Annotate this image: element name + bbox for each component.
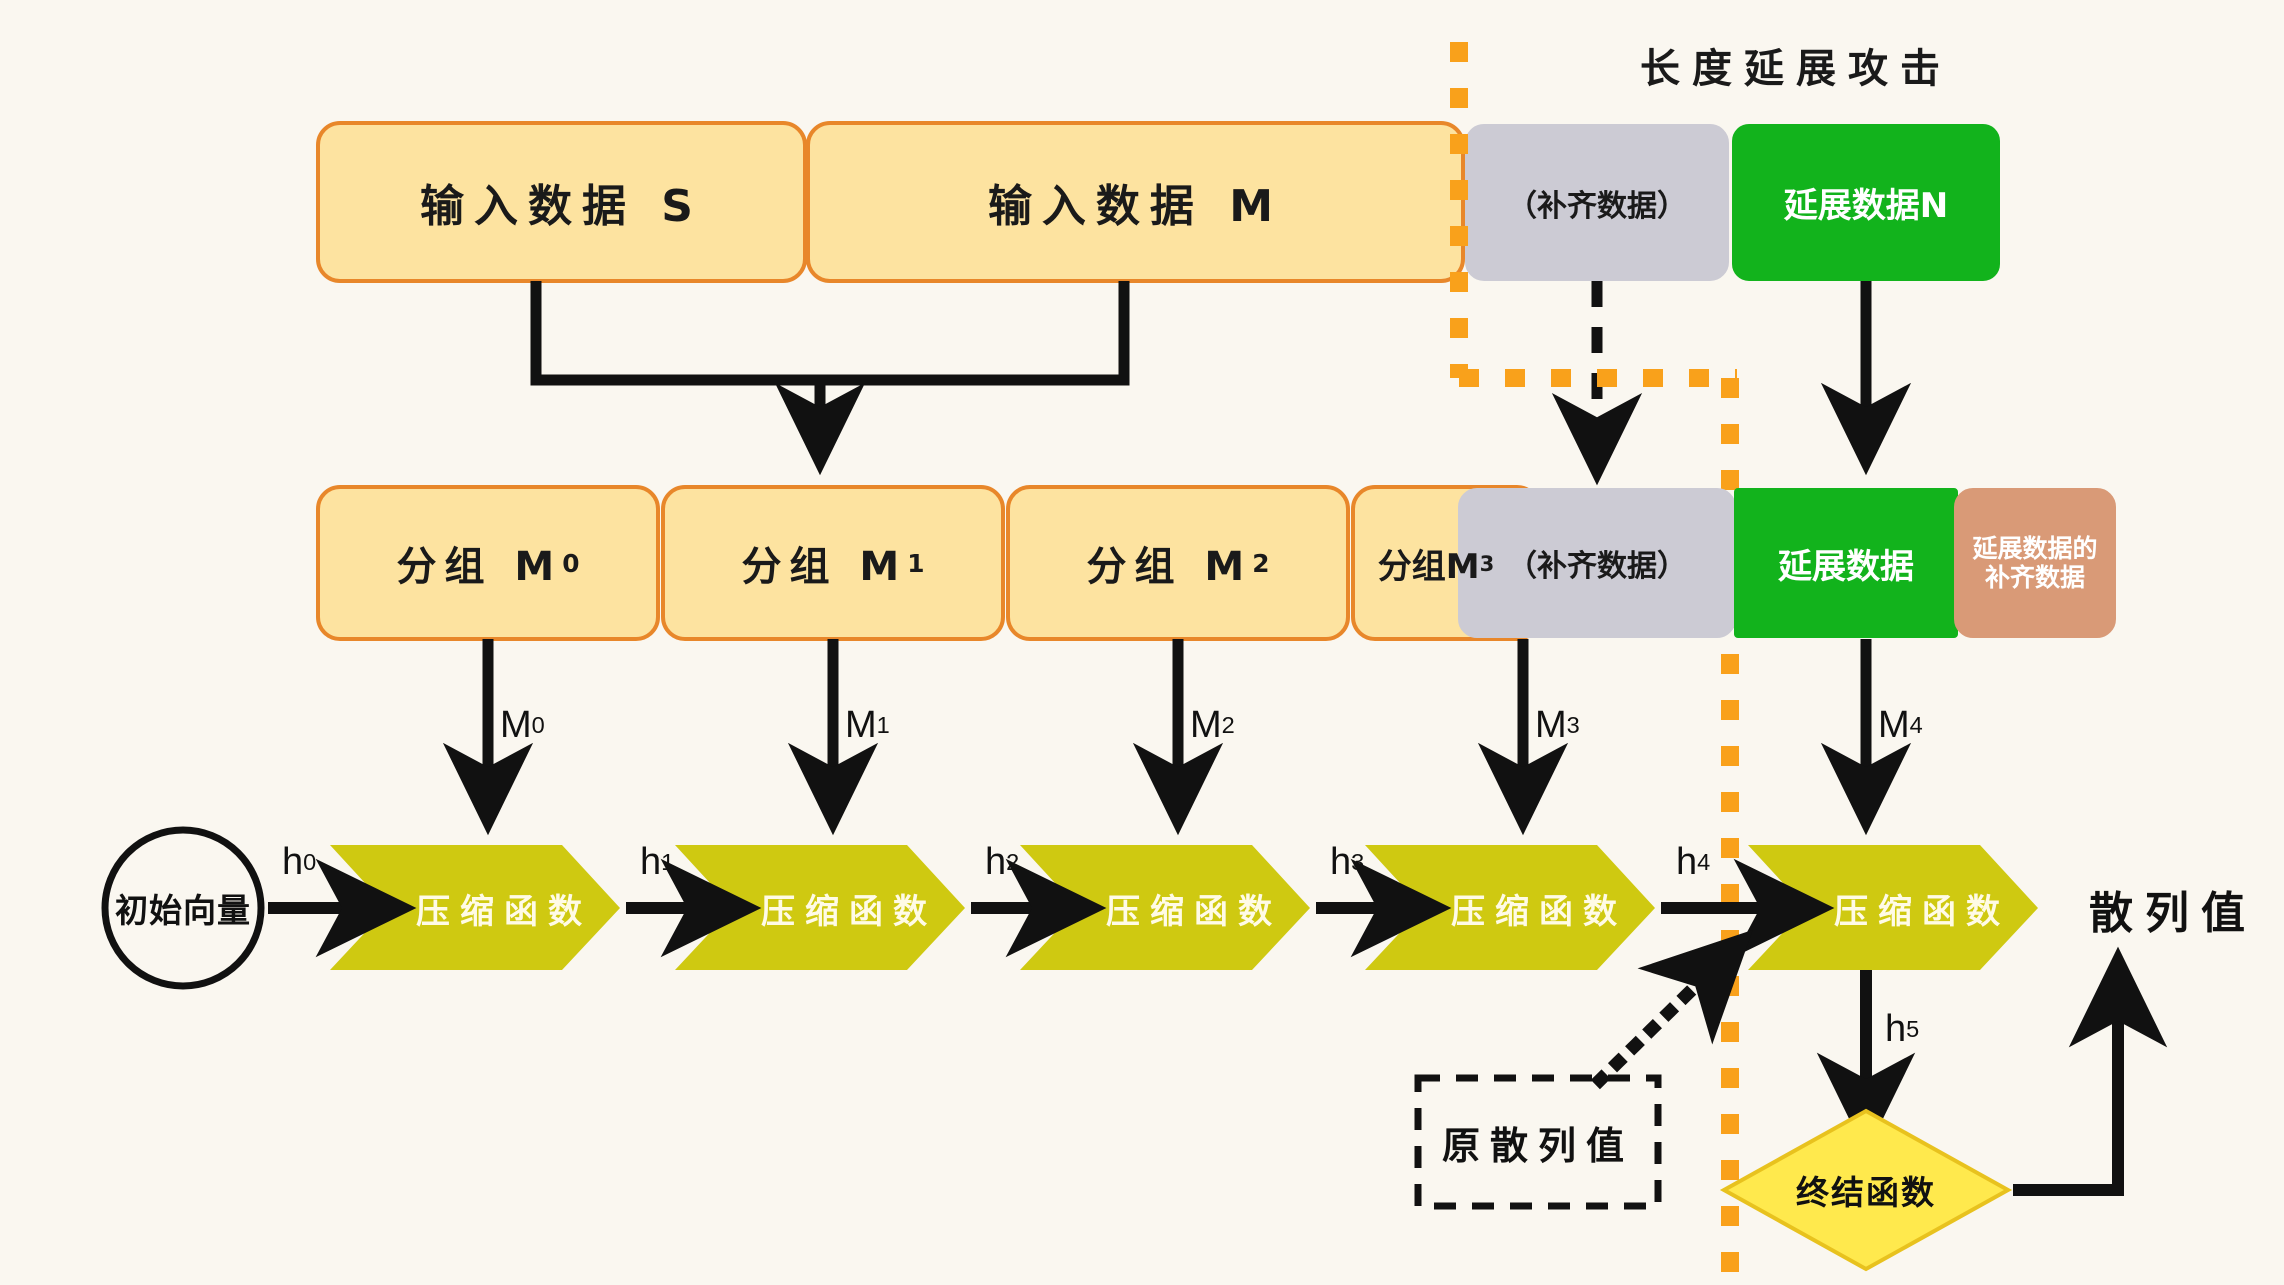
row-input-shapes (316, 121, 2000, 283)
original-hash-arrow (1590, 929, 1753, 1090)
initial-vector-circle[interactable] (101, 826, 265, 990)
hash-output-arrow (2013, 946, 2168, 1196)
original-hash-box[interactable] (1414, 1074, 1662, 1210)
block-padding-top[interactable] (1465, 124, 1729, 281)
block-input-s[interactable] (316, 121, 807, 283)
state-arrows (268, 858, 1916, 1154)
block-input-m[interactable] (806, 121, 1465, 283)
block-extension-row[interactable] (1734, 488, 1958, 638)
block-extension-padding[interactable] (1954, 488, 2116, 638)
block-group-m2[interactable] (1006, 485, 1350, 641)
block-group-m0[interactable] (316, 485, 660, 641)
final-function-diamond[interactable] (1719, 1108, 2013, 1272)
message-arrows (442, 639, 1912, 836)
row-blocks-shapes (316, 485, 2116, 641)
block-group-m1[interactable] (661, 485, 1005, 641)
block-extension-data-n[interactable] (1732, 124, 2000, 281)
block-padding-row[interactable] (1458, 488, 1736, 638)
merge-connector (530, 281, 1130, 476)
